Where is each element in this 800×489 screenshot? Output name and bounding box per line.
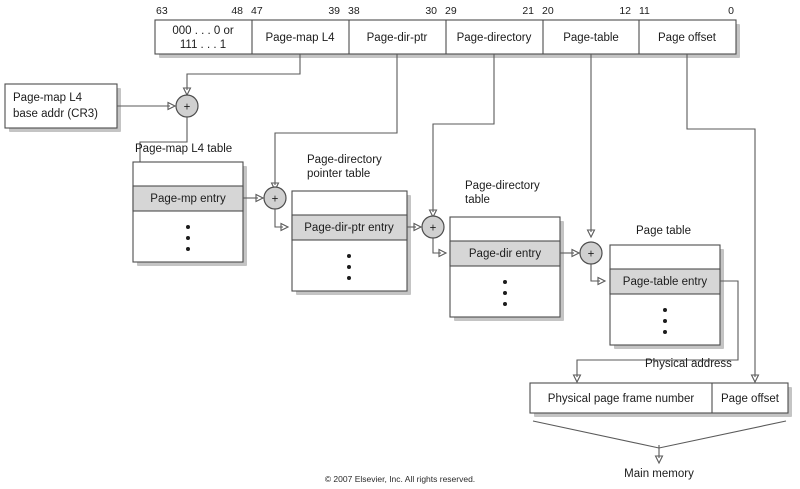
bit-label-63: 63 [156, 5, 168, 17]
cr3-label-line2: base addr (CR3) [13, 108, 98, 120]
connector-adder4-to-page-table [590, 264, 607, 286]
connector-adder3-to-pd-table [432, 238, 448, 258]
va-field-sign-ext-line1: 000 . . . 0 or [172, 25, 234, 37]
table-2-caption-line1: Page-directory [307, 154, 382, 166]
bit-label-11: 11 [639, 5, 650, 17]
bit-label-21: 21 [522, 5, 534, 17]
va-field-page-table: Page-table [563, 32, 619, 44]
bit-label-47: 47 [251, 5, 263, 17]
table-page-table: Page table Page-table entry [609, 225, 724, 349]
table-2-entry-row[interactable] [291, 214, 408, 241]
table-3-caption-line2: table [465, 194, 490, 206]
adder-pd-symbol: + [588, 249, 595, 261]
va-field-page-map-l4: Page-map L4 [265, 32, 335, 44]
bit-label-30: 30 [425, 5, 437, 17]
bit-label-29: 29 [445, 5, 457, 17]
adder-pml4: + [263, 186, 287, 210]
adder-pdp: + [421, 215, 445, 239]
physical-address-caption: Physical address [645, 358, 732, 370]
bit-label-38: 38 [348, 5, 360, 17]
table-1-caption-line1: Page-map L4 table [135, 143, 232, 155]
copyright-notice: © 2007 Elsevier, Inc. All rights reserve… [325, 474, 475, 484]
virtual-address-bar: 000 . . . 0 or 111 . . . 1 Page-map L4 P… [154, 19, 740, 58]
table-4-caption-line1: Page table [636, 225, 691, 237]
connector-pte-to-physical-frame [572, 280, 739, 384]
bit-label-group: 63 48 47 39 38 30 29 21 20 12 11 0 [156, 5, 734, 17]
table-page-directory: Page-directory table Page-dir entry [449, 180, 564, 321]
physical-address-box: Physical page frame number Page offset [529, 382, 792, 417]
bit-label-12: 12 [619, 5, 631, 17]
table-3-entry-label: Page-dir entry [469, 248, 541, 260]
connector-pd-field-to-adder [428, 54, 495, 219]
va-field-page-directory: Page-directory [457, 32, 532, 44]
va-field-sign-ext-line2: 111 . . . 1 [180, 39, 226, 51]
main-memory-funnel: Main memory [532, 420, 787, 480]
connector-pml4-field-to-adder [182, 54, 301, 97]
bit-label-0: 0 [728, 5, 734, 17]
adder-pdp-symbol: + [430, 223, 437, 235]
adder-pml4-symbol: + [272, 194, 279, 206]
connector-page-offset-to-physical [686, 54, 760, 384]
connector-adder2-to-pdp-table [274, 209, 290, 232]
connector-pt-field-to-adder [586, 54, 596, 239]
va-field-page-dir-ptr: Page-dir-ptr [367, 32, 428, 44]
connector-pd-entry-to-adder4 [560, 248, 581, 258]
va-field-page-offset: Page offset [658, 32, 717, 44]
cr3-base-register-box: Page-map L4 base addr (CR3) [4, 83, 177, 132]
bit-label-48: 48 [231, 5, 243, 17]
adder-pd: + [579, 241, 603, 265]
adder-cr3-symbol: + [184, 102, 191, 114]
table-4-entry-row[interactable] [609, 268, 721, 295]
adder-cr3: + [175, 94, 199, 118]
bit-label-20: 20 [542, 5, 554, 17]
table-page-map-l4: Page-map L4 table Page-mp entry [132, 143, 247, 266]
connector-pml4-entry-to-adder2 [243, 193, 265, 203]
table-3-caption-line1: Page-directory [465, 180, 540, 192]
table-page-dir-ptr: Page-directory pointer table Page-dir-pt… [291, 154, 411, 295]
cr3-label-line1: Page-map L4 [13, 92, 83, 104]
table-4-entry-label: Page-table entry [623, 276, 708, 288]
physical-frame-number-label: Physical page frame number [548, 393, 695, 405]
physical-page-offset-label: Page offset [721, 393, 780, 405]
table-1-entry-row[interactable] [132, 185, 244, 212]
table-1-entry-label: Page-mp entry [150, 193, 226, 205]
bit-label-39: 39 [328, 5, 340, 17]
main-memory-label: Main memory [624, 468, 694, 480]
table-2-entry-label: Page-dir-ptr entry [304, 222, 394, 234]
connector-pdp-field-to-adder [270, 54, 398, 192]
connector-pdp-entry-to-adder3 [407, 222, 423, 232]
table-2-caption-line2: pointer table [307, 168, 370, 180]
